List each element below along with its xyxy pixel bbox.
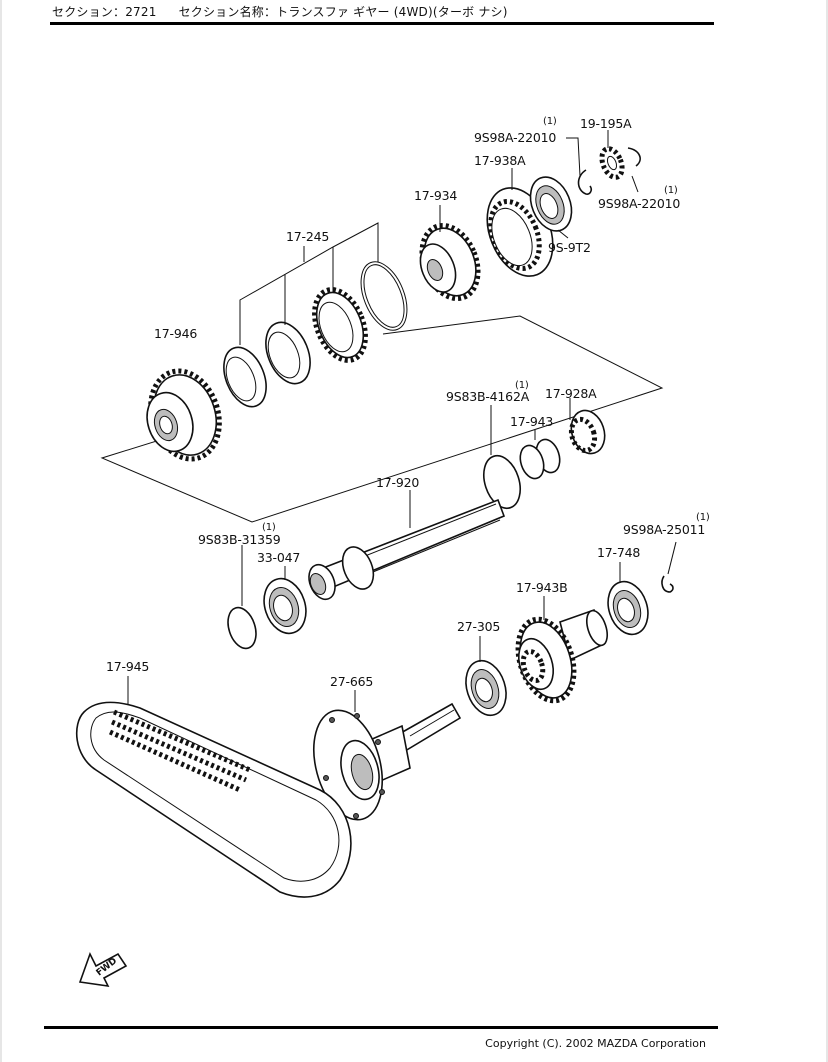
bearing-9S-9T2 [529, 176, 573, 232]
label-17-928A: 17-928A [545, 386, 597, 401]
bearing-27-305 [465, 659, 507, 717]
gear-19-195A [599, 146, 625, 180]
label-9S98A-22010-a: 9S98A-22010 [474, 130, 556, 145]
label-9S83B-4162A-qty: (1) [515, 380, 529, 391]
section-number: セクション：2721 [52, 5, 157, 19]
footer-rule [44, 1026, 718, 1029]
clip-9S98A-25011 [661, 575, 674, 593]
subassembly-frame [100, 315, 664, 523]
label-9S-9T2: 9S-9T2 [548, 240, 591, 255]
label-9S98A-25011-qty: (1) [696, 512, 710, 523]
drive-chain-17-945 [76, 701, 352, 898]
snap-ring-9S98A-22010-b [627, 147, 641, 167]
label-9S83B-4162A: 9S83B-4162A [446, 389, 530, 404]
section-header: セクション：2721 セクション名称：トランスファ ギヤー (4WD)(ターボ … [52, 3, 714, 25]
bush-17-943 [519, 438, 561, 480]
label-17-938A: 17-938A [474, 153, 526, 168]
label-17-920: 17-920 [376, 475, 419, 490]
label-33-047: 33-047 [257, 550, 300, 565]
label-17-945: 17-945 [106, 659, 149, 674]
main-shaft-17-920 [308, 498, 506, 601]
copyright-text: Copyright (C). 2002 MAZDA Corporation [485, 1037, 706, 1050]
label-17-946: 17-946 [154, 326, 197, 341]
label-27-305: 27-305 [457, 619, 500, 634]
synchronizer-rings-17-245 [223, 261, 408, 408]
label-17-748: 17-748 [597, 545, 640, 560]
label-9S98A-22010-b: 9S98A-22010 [598, 196, 680, 211]
output-shaft-27-665 [313, 702, 462, 821]
snap-ring-9S83B-31359 [227, 606, 257, 650]
label-17-943: 17-943 [510, 414, 553, 429]
needle-bearing-17-928A [568, 409, 606, 455]
label-17-943B: 17-943B [516, 580, 567, 595]
label-17-934: 17-934 [414, 188, 457, 203]
header-rule [50, 22, 714, 25]
bearing-33-047 [263, 577, 307, 635]
label-9S98A-22010-a-qty: (1) [543, 116, 557, 127]
label-9S83B-31359-qty: (1) [262, 522, 276, 533]
page-edge-left [0, 0, 2, 1062]
label-27-665: 27-665 [330, 674, 373, 689]
sprocket-17-943B [515, 608, 609, 704]
section-name: セクション名称：トランスファ ギヤー (4WD)(ターボ ナシ) [178, 5, 508, 19]
clutch-gear-17-934 [419, 222, 481, 302]
fwd-arrow-icon [78, 951, 128, 988]
page-edge-right [826, 0, 828, 1062]
label-9S98A-25011: 9S98A-25011 [623, 522, 705, 537]
hub-gear-17-946 [146, 368, 222, 462]
label-9S83B-31359: 9S83B-31359 [198, 532, 281, 547]
label-9S98A-22010-b-qty: (1) [664, 185, 678, 196]
label-19-195A: 19-195A [580, 116, 632, 131]
bearing-17-748 [607, 580, 649, 636]
label-17-245: 17-245 [286, 229, 329, 244]
snap-ring-9S83B-4162A [483, 454, 521, 510]
snap-ring-9S98A-22010-a [577, 169, 593, 195]
